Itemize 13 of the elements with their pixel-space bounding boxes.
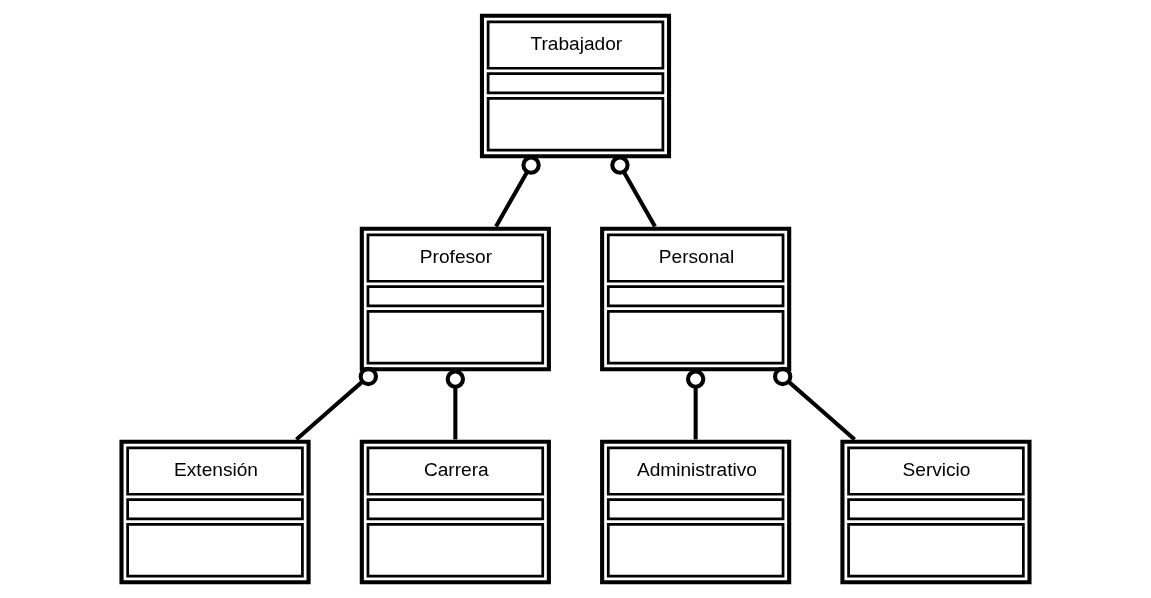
connector [685, 369, 706, 440]
connector [494, 155, 541, 228]
node-box: Servicio [840, 439, 1032, 585]
connector [445, 369, 466, 440]
node-box: Administrativo [600, 439, 792, 585]
node-box: Trabajador [479, 13, 672, 159]
node-box: Carrera [359, 439, 551, 585]
node-box: Profesor [359, 226, 551, 372]
connector [610, 155, 657, 228]
node-box: Extensión [119, 439, 311, 585]
connector [295, 366, 378, 441]
connector [773, 366, 856, 441]
node-box: Personal [600, 226, 792, 372]
